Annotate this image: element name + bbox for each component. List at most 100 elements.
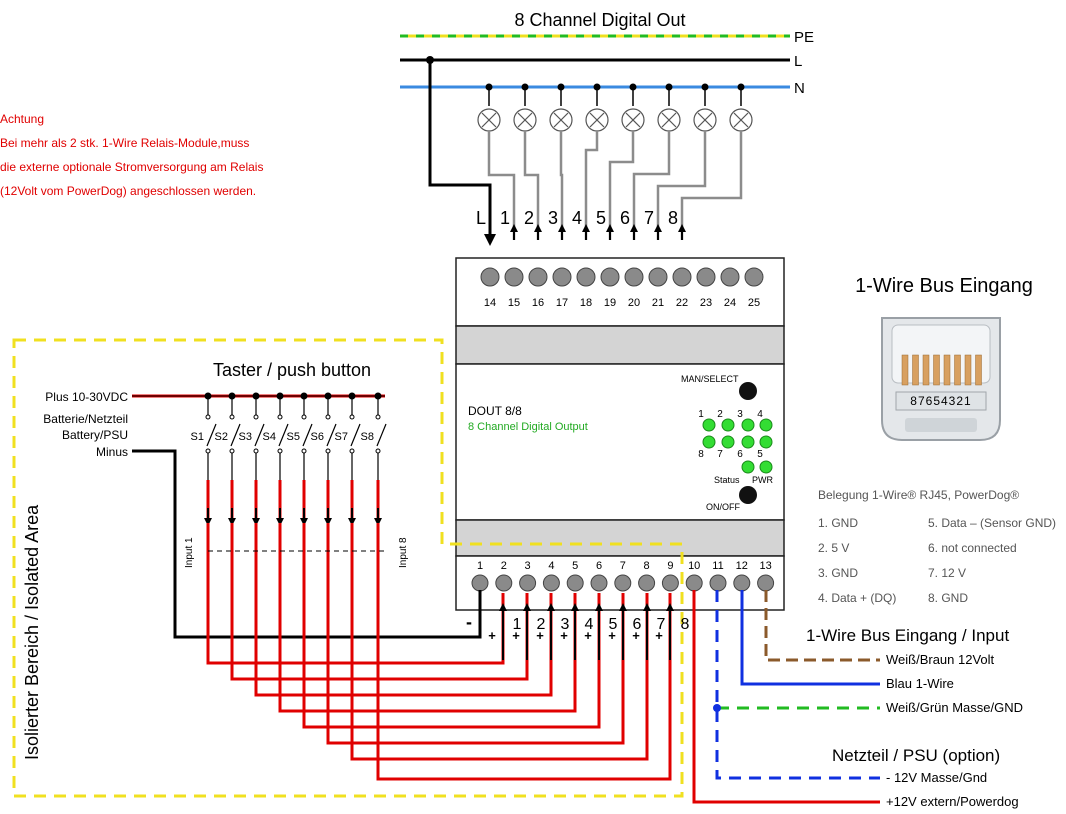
bottom-terminal-3: [519, 574, 537, 592]
switch-8: S8: [361, 392, 387, 480]
lamp-5: [621, 108, 645, 132]
top-terminal-label-22: 22: [676, 297, 688, 309]
input-last-label: Input 8: [398, 537, 409, 568]
bottom-terminal-6: [590, 574, 608, 592]
rj45-pin-5: [933, 354, 940, 386]
top-terminal-19: [600, 267, 620, 287]
lamp-wire-8: [680, 131, 743, 240]
lamp-8: [729, 108, 753, 132]
lamp-wire-7: [656, 131, 707, 240]
warning-line-4: (12Volt vom PowerDog) angeschlossen werd…: [0, 184, 256, 198]
psu-title: Netzteil / PSU (option): [832, 746, 1000, 765]
n-junction-dot-4: [593, 83, 601, 91]
rj45-pin-1: [975, 354, 982, 386]
lamp-wire-3: [559, 131, 564, 240]
lamp-1: [477, 108, 501, 132]
svg-text:2: 2: [537, 616, 546, 633]
top-terminal-label-20: 20: [628, 297, 640, 309]
rj45-connector-image: 87654321: [881, 317, 1001, 441]
bus-labels: 1-Wire Bus Eingang / Input Weiß/Braun 12…: [806, 626, 1023, 809]
blue-label: Blau 1-Wire: [886, 676, 954, 691]
on-off-button[interactable]: [739, 486, 757, 504]
lamp-6: [657, 108, 681, 132]
module-front-panel: [455, 363, 785, 521]
isolated-area-label: Isolierter Bereich / Isolated Area: [22, 504, 42, 760]
warning-line-1: Achtung: [0, 112, 44, 126]
led-pwr: [759, 460, 773, 474]
lamp-wire-1: [487, 131, 516, 240]
plus-signs: ++++++++: [488, 628, 663, 643]
minus-wire: [132, 449, 482, 639]
man-select-label: MAN/SELECT: [681, 374, 739, 384]
led-bottom-1: [702, 435, 716, 449]
svg-text:7. 12 V: 7. 12 V: [928, 566, 966, 580]
warning-note: Achtung Bei mehr als 2 stk. 1-Wire Relai…: [0, 112, 263, 198]
bottom-terminal-9: [661, 574, 679, 592]
led-bottom-2: [721, 435, 735, 449]
input-wire-8: [376, 523, 672, 781]
svg-text:5. Data – (Sensor GND): 5. Data – (Sensor GND): [928, 516, 1056, 530]
svg-text:6. not connected: 6. not connected: [928, 541, 1017, 555]
switch-4: S4: [263, 392, 289, 480]
top-terminal-label-21: 21: [652, 297, 664, 309]
bottom-terminal-label-1: 1: [477, 560, 483, 572]
supply-labels: Plus 10-30VDC Batterie/Netzteil Battery/…: [43, 390, 128, 459]
top-terminal-label-17: 17: [556, 297, 568, 309]
svg-text:S4: S4: [263, 431, 276, 443]
diagram-title: 8 Channel Digital Out: [514, 10, 685, 30]
blue-1wire-wire: [740, 590, 880, 686]
output-label-1: 1: [500, 208, 510, 228]
svg-text:+: +: [488, 628, 496, 643]
rj45-pin-8: [901, 354, 909, 386]
svg-text:1. GND: 1. GND: [818, 516, 858, 530]
rj45-pin-2: [964, 354, 972, 386]
n-label: N: [794, 80, 805, 97]
svg-text:6: 6: [633, 616, 642, 633]
bottom-terminal-11: [709, 574, 727, 592]
switch-1: S1: [191, 392, 217, 480]
minus-sign: -: [466, 612, 472, 632]
bus-wires: [692, 590, 880, 804]
top-terminal-18: [576, 267, 596, 287]
svg-text:S5: S5: [287, 431, 300, 443]
top-terminal-label-23: 23: [700, 297, 712, 309]
lamp-wire-5: [608, 131, 635, 240]
bottom-terminal-8: [638, 574, 656, 592]
svg-text:8: 8: [698, 449, 704, 460]
n-junction-dot-8: [737, 83, 745, 91]
led-group: [702, 418, 773, 474]
svg-text:+: +: [632, 628, 640, 643]
bus-input-title: 1-Wire Bus Eingang / Input: [806, 626, 1009, 645]
bottom-terminal-label-10: 10: [688, 560, 700, 572]
power-rails: PE L N: [400, 29, 814, 97]
led-top-2: [721, 418, 735, 432]
module-bottom-band: [455, 519, 785, 557]
bottom-terminal-2: [495, 574, 513, 592]
top-terminal-label-15: 15: [508, 297, 520, 309]
led-top-3: [741, 418, 755, 432]
svg-text:2: 2: [717, 409, 723, 420]
svg-text:1: 1: [698, 409, 704, 420]
svg-text:8. GND: 8. GND: [928, 591, 968, 605]
pinout-title: Belegung 1-Wire® RJ45, PowerDog®: [818, 488, 1019, 502]
svg-text:6: 6: [737, 449, 743, 460]
svg-text:+: +: [584, 628, 592, 643]
module-top-section: [455, 257, 785, 327]
man-select-button[interactable]: [739, 382, 757, 400]
rj45-pin-3: [954, 354, 961, 386]
psu-gnd-wire: [715, 590, 880, 780]
buttons-title: Taster / push button: [213, 360, 371, 380]
lamp-wire-6: [632, 131, 671, 240]
svg-text:4. Data + (DQ): 4. Data + (DQ): [818, 591, 896, 605]
warning-line-2: Bei mehr als 2 stk. 1-Wire Relais-Module…: [0, 136, 249, 150]
svg-text:S7: S7: [335, 431, 348, 443]
svg-text:3. GND: 3. GND: [818, 566, 858, 580]
bottom-terminal-10: [685, 574, 703, 592]
bottom-terminal-label-4: 4: [548, 560, 554, 572]
svg-text:4: 4: [757, 409, 763, 420]
top-terminal-15: [504, 267, 524, 287]
n-junction-dot-2: [521, 83, 529, 91]
input-wire-7: [350, 523, 649, 761]
n-junction-dot-5: [629, 83, 637, 91]
